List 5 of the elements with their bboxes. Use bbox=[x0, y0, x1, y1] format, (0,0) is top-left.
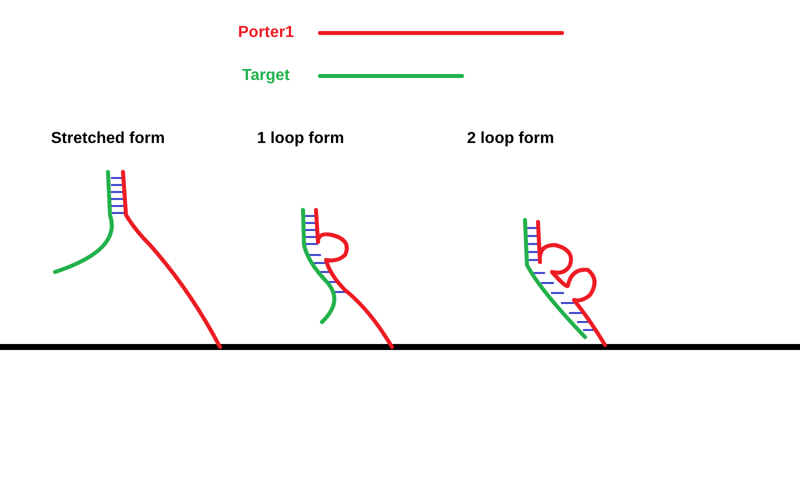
form-title: Stretched form bbox=[51, 130, 165, 148]
legend-label: Porter1 bbox=[238, 24, 294, 42]
legend-label: Target bbox=[242, 67, 290, 85]
form-title: 2 loop form bbox=[467, 130, 554, 148]
form-title: 1 loop form bbox=[257, 130, 344, 148]
